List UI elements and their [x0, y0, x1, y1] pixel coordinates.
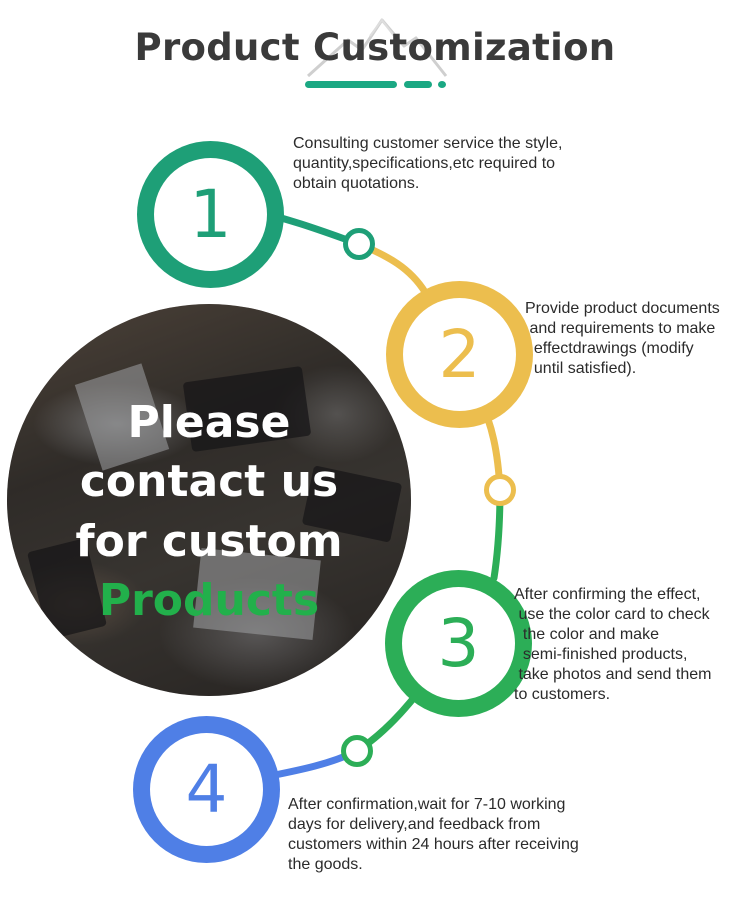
- mountain-icon: [306, 18, 448, 78]
- title-underline-dot: [438, 81, 446, 88]
- step-number: 1: [189, 175, 232, 253]
- cta-line-1: Please: [127, 397, 291, 448]
- connector-dot: [341, 735, 373, 767]
- step-1-badge: 1: [137, 141, 284, 288]
- connector-dot: [484, 474, 516, 506]
- step-2-badge: 2: [386, 281, 533, 428]
- team-photo-circle: Please contact us for custom Products: [7, 304, 411, 696]
- step-number: 4: [185, 750, 228, 828]
- page-title: Product Customization: [134, 26, 616, 69]
- step-1-description: Consulting customer service the style, q…: [293, 135, 563, 192]
- connector-dot: [343, 228, 375, 260]
- cta-line-2: contact us: [79, 456, 339, 507]
- title-underline: [305, 81, 397, 88]
- step-3-badge: 3: [385, 570, 532, 717]
- step-4-description: After confirmation,wait for 7-10 working…: [288, 796, 579, 873]
- step-number: 3: [437, 604, 480, 682]
- step-number: 2: [438, 315, 481, 393]
- step-3-description: After confirming the effect, use the col…: [514, 586, 712, 703]
- title-underline-short: [404, 81, 432, 88]
- cta-line-3: for custom: [75, 516, 343, 567]
- step-2-description: Provide product documents and requiremen…: [525, 300, 720, 377]
- cta-line-products: Products: [98, 575, 320, 626]
- step-4-badge: 4: [133, 716, 280, 863]
